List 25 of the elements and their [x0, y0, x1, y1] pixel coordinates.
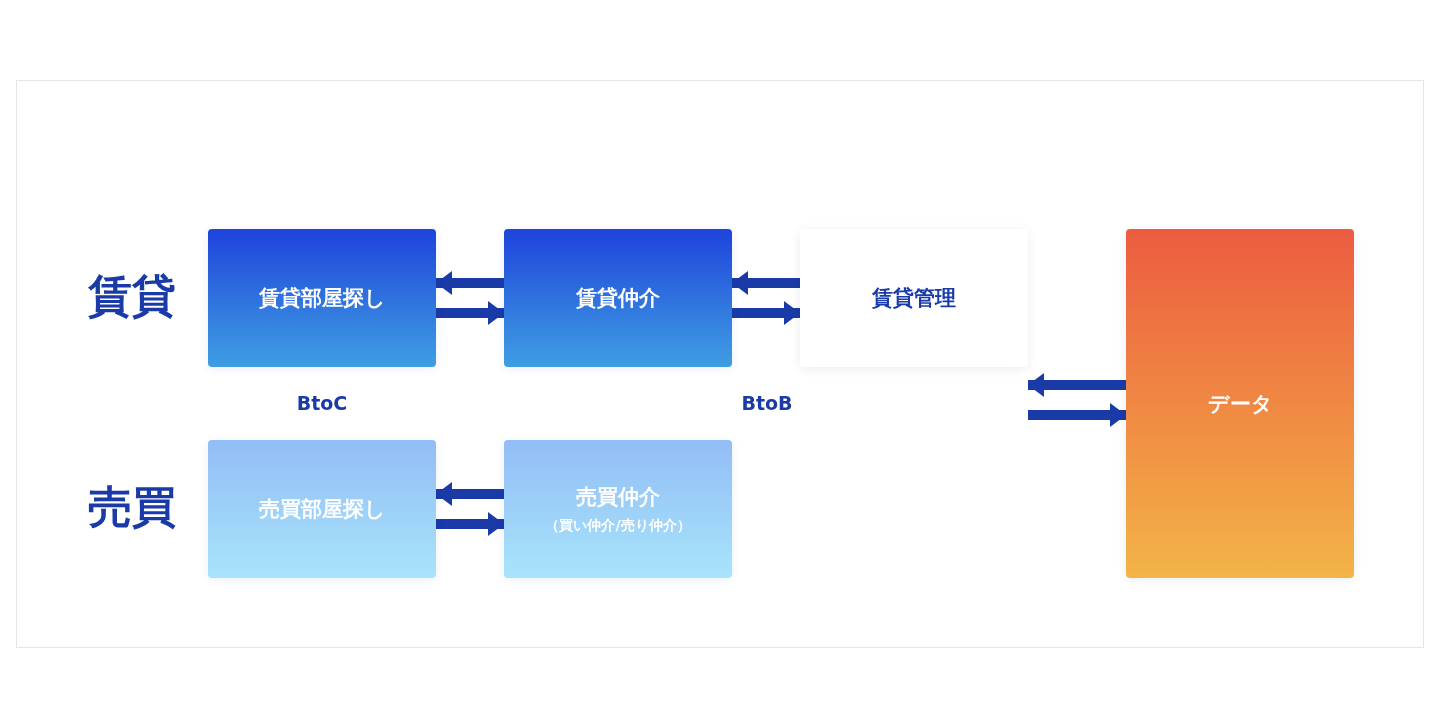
arrow	[732, 271, 800, 295]
row-heading: 賃貸	[88, 268, 176, 323]
process-box	[208, 440, 436, 578]
arrow	[732, 301, 800, 325]
box-label: 賃貸仲介	[576, 285, 660, 312]
process-box	[800, 229, 1028, 367]
segment-label: BtoB	[741, 392, 793, 414]
box-label: 売買部屋探し	[258, 496, 386, 523]
segment-label: BtoC	[296, 392, 348, 414]
data-box	[1126, 229, 1354, 578]
box-sublabel: （買い仲介/売り仲介）	[545, 517, 691, 535]
arrow	[1028, 373, 1126, 397]
arrow	[436, 301, 504, 325]
box-label: 賃貸部屋探し	[258, 285, 386, 312]
arrow	[436, 482, 504, 506]
arrow	[436, 512, 504, 536]
process-box	[504, 229, 732, 367]
process-box	[504, 440, 732, 578]
process-box	[208, 229, 436, 367]
arrow	[436, 271, 504, 295]
box-label: データ	[1207, 390, 1273, 418]
arrow	[1028, 403, 1126, 427]
box-label: 売買仲介	[576, 484, 660, 511]
row-heading: 売買	[88, 479, 176, 534]
box-label: 賃貸管理	[872, 285, 956, 312]
